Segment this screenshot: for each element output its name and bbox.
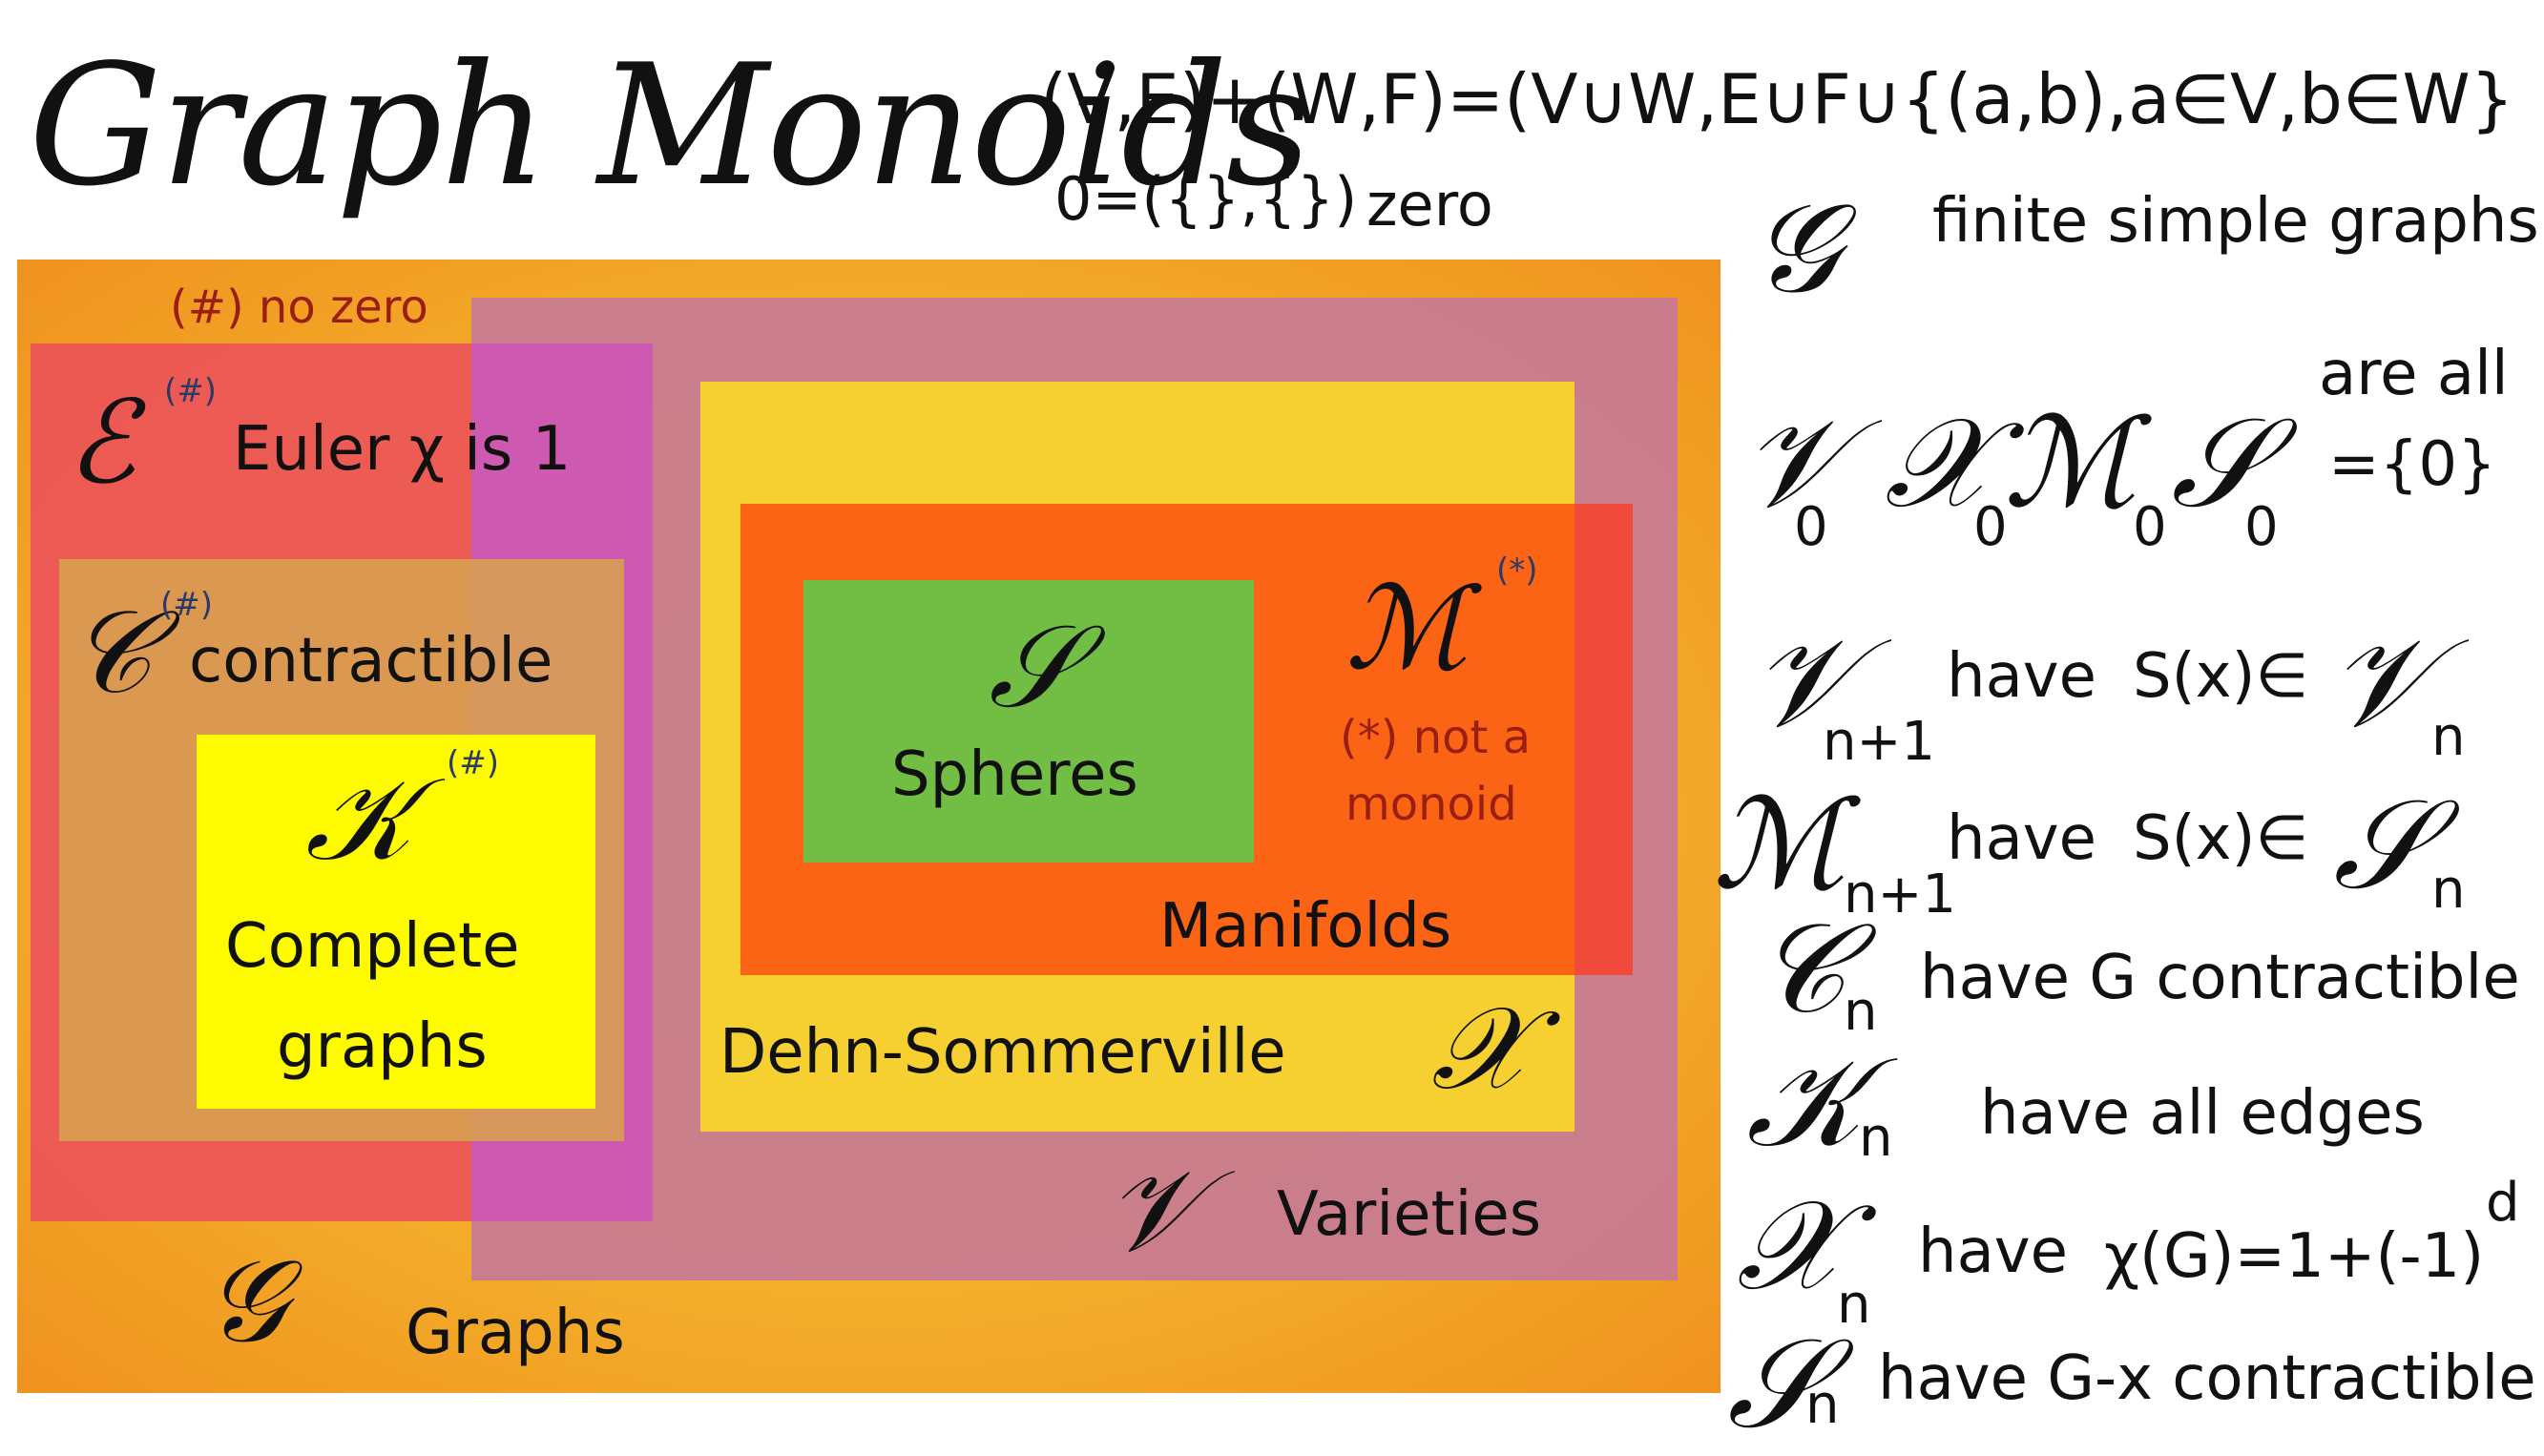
zero-set-x-sub: 0 — [1973, 496, 2008, 558]
zero-set-v-sub: 0 — [1794, 496, 1828, 558]
zero-set-x-symbol: 𝒳 — [1885, 390, 1991, 535]
def-s-symbol: 𝒮 — [1727, 1311, 1824, 1456]
spheres-symbol: 𝒮 — [989, 601, 1077, 734]
def-m-symbol: ℳ — [1713, 772, 1846, 917]
def-v-text: have — [1947, 641, 2097, 712]
def-m-symbol2: 𝒮 — [2333, 772, 2429, 917]
def-v-sub: n+1 — [1823, 711, 1936, 773]
def-k-text: have all edges — [1980, 1078, 2425, 1149]
diagram-title: Graph Monoids — [29, 30, 1312, 223]
zero-set-s-symbol: 𝒮 — [2171, 390, 2267, 535]
zero-formula: 0=({},{}) — [1054, 164, 1358, 234]
complete-graphs-region — [197, 735, 595, 1109]
contractible-symbol: 𝒞 — [69, 587, 153, 719]
def-s-sub: n — [1805, 1374, 1840, 1436]
varieties-label: Varieties — [1277, 1179, 1542, 1250]
manifolds-note-line1: (*) not a — [1340, 711, 1531, 764]
def-k-sub: n — [1859, 1107, 1893, 1169]
manifolds-overlap — [1574, 504, 1633, 975]
zero-set-s-sub: 0 — [2244, 496, 2279, 558]
manifolds-note-line2: monoid — [1345, 778, 1517, 831]
def-g-text: finite simple graphs — [1932, 186, 2539, 257]
spheres-region — [803, 580, 1254, 863]
def-c-symbol: 𝒞 — [1756, 896, 1846, 1041]
manifolds-label: Manifolds — [1159, 891, 1452, 962]
euler-superscript: (#) — [164, 372, 218, 410]
dehn-sommerville-symbol: 𝒳 — [1431, 983, 1531, 1115]
def-v-symbol: 𝒱 — [1751, 610, 1855, 755]
manifolds-symbol: ℳ — [1345, 563, 1469, 696]
def-x-sup: d — [2486, 1172, 2520, 1234]
zero-set-m-symbol: ℳ — [2004, 390, 2137, 535]
def-c-text: have G contractible — [1920, 943, 2520, 1013]
zero-label: zero — [1366, 170, 1493, 239]
def-x-text: have — [1918, 1217, 2069, 1287]
def-m-sub: n+1 — [1844, 863, 1957, 926]
def-g-symbol: 𝒢 — [1751, 176, 1840, 321]
are-all-label: are all — [2319, 339, 2509, 409]
def-v-symbol2: 𝒱 — [2328, 610, 2432, 755]
def-v-sub2: n — [2431, 706, 2466, 768]
def-k-symbol: 𝒦 — [1746, 1030, 1862, 1175]
complete-symbol: 𝒦 — [305, 754, 412, 886]
complete-label-line1: Complete — [225, 911, 520, 982]
graphs-label: Graphs — [406, 1298, 625, 1368]
complete-label-line2: graphs — [277, 1011, 488, 1082]
euler-symbol: ℰ — [67, 377, 136, 510]
euler-label: Euler χ is 1 — [233, 414, 572, 485]
manifolds-superscript: (*) — [1496, 551, 1538, 590]
contractible-superscript: (#) — [160, 586, 214, 624]
def-v-formula: S(x)∈ — [2133, 641, 2309, 712]
sum-formula: (V,E)+(W,F)=(V∪W,E∪F∪{(a,b),a∈V,b∈W} — [1040, 59, 2514, 139]
complete-superscript: (#) — [447, 744, 500, 782]
spheres-label: Spheres — [891, 739, 1138, 810]
varieties-symbol: 𝒱 — [1105, 1145, 1200, 1278]
dehn-sommerville-label: Dehn-Sommerville — [719, 1017, 1286, 1088]
def-s-text: have G-x contractible — [1878, 1343, 2536, 1414]
zero-set-m-sub: 0 — [2133, 496, 2167, 558]
no-zero-note: (#) no zero — [170, 281, 428, 334]
zero-set-v-symbol: 𝒱 — [1741, 390, 1845, 535]
def-c-sub: n — [1844, 981, 1878, 1043]
def-m-text: have — [1947, 803, 2097, 874]
def-x-sub: n — [1837, 1274, 1871, 1336]
def-m-sub2: n — [2431, 859, 2466, 921]
def-x-formula: χ(G)=1+(-1) — [2104, 1221, 2485, 1292]
zero-set-equals: ={0} — [2328, 429, 2496, 500]
contractible-label: contractible — [189, 626, 553, 697]
graphs-symbol: 𝒢 — [205, 1236, 287, 1368]
def-m-formula: S(x)∈ — [2133, 803, 2309, 874]
def-x-symbol: 𝒳 — [1737, 1173, 1844, 1318]
